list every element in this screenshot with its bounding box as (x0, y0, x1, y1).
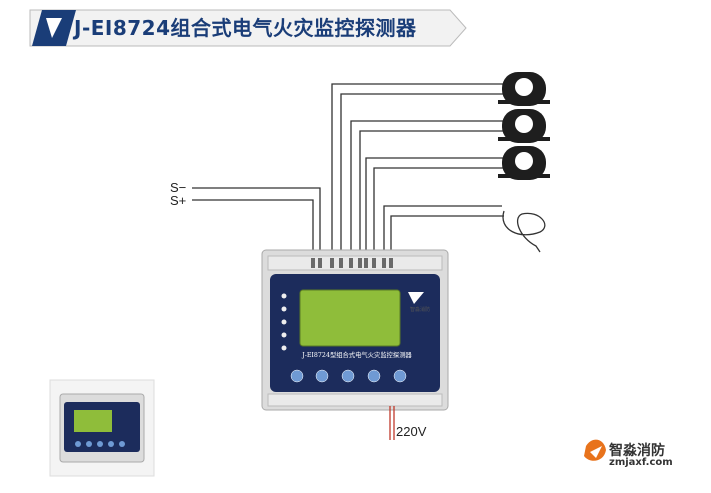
signal-wires (192, 187, 321, 257)
brand-logo-icon (584, 439, 606, 461)
product-thumbnail (49, 379, 155, 477)
s-plus-label: S+ (170, 193, 187, 208)
page-title: J-EI8724组合式电气火灾监控探测器 (74, 16, 417, 40)
current-transformer-3 (498, 146, 550, 180)
power-wire (389, 406, 395, 440)
title-banner (29, 9, 467, 47)
device-brand: 智淼消防 (410, 307, 431, 313)
device-panel-text: J-EI8724型组合式电气火灾监控探测器 (302, 352, 412, 359)
logo-url: zmjaxf.com (609, 457, 673, 468)
current-transformer-2 (498, 109, 550, 143)
logo-name: 智淼消防 (609, 443, 665, 459)
power-label: 220V (396, 424, 427, 439)
detector-device (261, 249, 449, 411)
temperature-probe (502, 210, 546, 253)
s-minus-label: S− (170, 180, 187, 195)
sensor-wires (331, 83, 508, 257)
current-transformer-1 (498, 72, 550, 106)
